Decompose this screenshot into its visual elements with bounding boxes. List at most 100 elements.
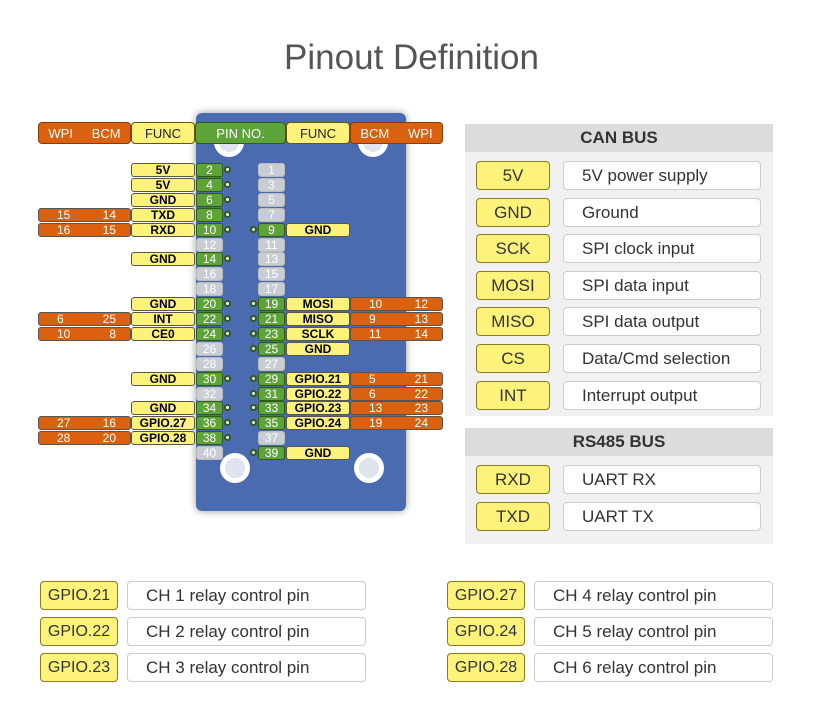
wpi-value: 6 [57, 312, 64, 326]
func-label: GND [131, 192, 195, 207]
mount-hole [220, 453, 250, 483]
bcm-value: 14 [102, 207, 116, 222]
bcm-value: 20 [102, 431, 116, 446]
pin-connector-icon [224, 329, 231, 337]
bus-signal-desc: UART RX [563, 465, 761, 494]
pin-connector-icon [224, 166, 231, 173]
bcm-value: 25 [102, 312, 116, 326]
pin-connector-icon [250, 315, 257, 322]
pin-12: 12 [196, 237, 223, 252]
bus-signal-label: INT [476, 380, 550, 410]
wpi-value: 12 [414, 297, 428, 312]
func-label: SCLK [286, 326, 350, 341]
pin-18: 18 [196, 282, 223, 297]
func-label: GND [131, 401, 195, 416]
pin-20: 20 [196, 297, 223, 312]
mount-hole [354, 453, 384, 483]
bcm-value: 13 [369, 401, 383, 416]
bus-signal-desc: 5V power supply [563, 161, 761, 190]
pin-2: 2 [196, 163, 223, 177]
pin-connector-icon [250, 329, 257, 337]
can-bus-title: CAN BUS [465, 124, 773, 152]
pin-34: 34 [196, 401, 223, 416]
bcm-value: 5 [369, 371, 376, 386]
bus-signal-label: GND [476, 197, 550, 227]
relay-pin-desc: CH 1 relay control pin [127, 581, 366, 610]
relay-pin-label: GPIO.23 [40, 653, 118, 682]
pin-11: 11 [258, 237, 285, 252]
bus-signal-label: MOSI [476, 270, 550, 300]
relay-pin-desc: CH 4 relay control pin [534, 581, 773, 610]
wpi-bcm-label: 6 25 [38, 312, 131, 326]
bus-signal-label: SCK [476, 234, 550, 264]
pin-22: 22 [196, 312, 223, 326]
pin-connector-icon [250, 344, 257, 352]
pin-17: 17 [258, 282, 285, 297]
wpi-value: 10 [57, 326, 71, 341]
bcm-value: 19 [369, 416, 383, 431]
bcm-value: 8 [109, 326, 116, 341]
relay-pin-desc: CH 2 relay control pin [127, 617, 366, 646]
pin-38: 38 [196, 431, 223, 446]
header-bcm: BCM [91, 125, 121, 141]
pin-25: 25 [258, 341, 285, 356]
wpi-value: 21 [414, 371, 428, 386]
pin-26: 26 [196, 341, 223, 356]
pin-connector-icon [250, 449, 257, 457]
relay-pin-label: GPIO.28 [447, 653, 525, 682]
func-label: GPIO.23 [286, 401, 350, 416]
pin-36: 36 [196, 416, 223, 431]
relay-pin-label: GPIO.21 [40, 581, 118, 610]
bus-signal-label: RXD [476, 465, 550, 494]
wpi-value: 27 [57, 416, 71, 431]
func-label: 5V [131, 163, 195, 177]
bus-signal-desc: Interrupt output [563, 380, 761, 410]
wpi-value: 13 [414, 312, 428, 326]
func-label: GND [286, 446, 350, 461]
pin-connector-icon [250, 404, 257, 412]
func-label: GPIO.27 [131, 416, 195, 431]
pin-21: 21 [258, 312, 285, 326]
pin-connector-icon [250, 374, 257, 382]
bus-signal-label: TXD [476, 501, 550, 531]
bus-signal-label: CS [476, 344, 550, 373]
pin-3: 3 [258, 177, 285, 192]
func-label: GPIO.28 [131, 431, 195, 446]
pin-connector-icon [250, 300, 257, 308]
wpi-bcm-label: 10 8 [38, 326, 131, 341]
pin-15: 15 [258, 267, 285, 282]
relay-pin-desc: CH 3 relay control pin [127, 653, 366, 682]
pin-30: 30 [196, 371, 223, 386]
bcm-value: 9 [369, 312, 376, 326]
pin-4: 4 [196, 177, 223, 192]
pin-connector-icon [224, 210, 231, 218]
func-label: GPIO.21 [286, 371, 350, 386]
func-label: INT [131, 312, 195, 326]
func-label: GND [286, 222, 350, 237]
pin-10: 10 [196, 222, 223, 237]
pin-connector-icon [224, 434, 231, 442]
header-wpi: WPI [48, 125, 73, 141]
pin-14: 14 [196, 252, 223, 267]
pin-35: 35 [258, 416, 285, 431]
pin-37: 37 [258, 431, 285, 446]
pin-13: 13 [258, 252, 285, 267]
wpi-value: 23 [414, 401, 428, 416]
bcm-wpi-label: 9 13 [350, 312, 443, 326]
bus-signal-desc: SPI data output [563, 307, 761, 337]
bcm-wpi-label: 13 23 [350, 401, 443, 416]
func-label: MISO [286, 312, 350, 326]
wpi-value: 15 [57, 207, 71, 222]
header-pin-no: PIN NO. [195, 122, 286, 144]
pin-1: 1 [258, 163, 285, 177]
pin-connector-icon [250, 225, 257, 233]
pin-5: 5 [258, 192, 285, 207]
bus-signal-label: 5V [476, 161, 550, 190]
